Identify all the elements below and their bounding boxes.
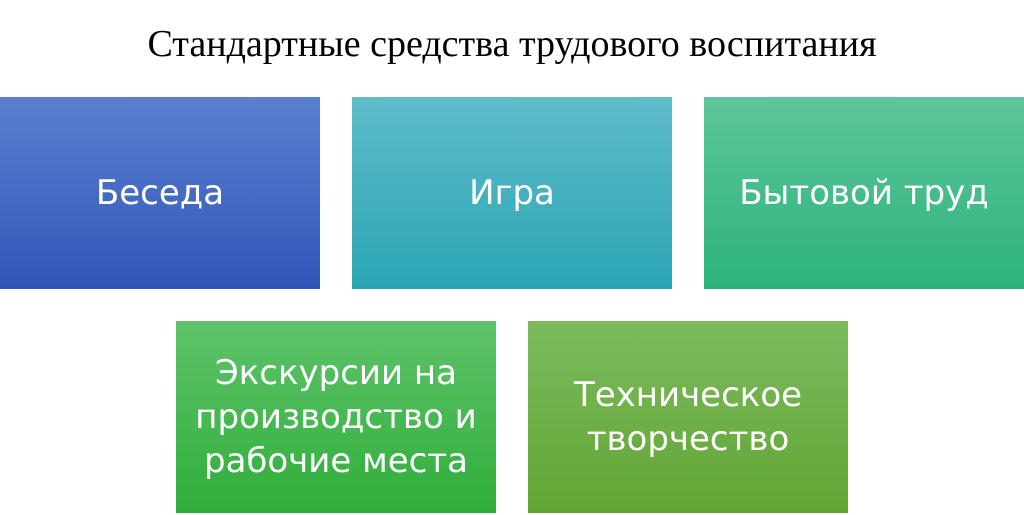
box-label: Бытовой труд — [739, 173, 989, 213]
box-label: Техническое творчество — [573, 375, 803, 459]
box-label: Игра — [469, 173, 555, 213]
diagram-title: Стандартные средства трудового воспитани… — [147, 23, 877, 65]
box-technical-creativity: Техническое творчество — [528, 321, 848, 513]
box-game: Игра — [352, 97, 672, 289]
box-excursions: Экскурсии на производство и рабочие мест… — [176, 321, 496, 513]
box-label: Экскурсии на производство и рабочие мест… — [195, 353, 477, 481]
box-household-work: Бытовой труд — [704, 97, 1024, 289]
box-label: Беседа — [95, 173, 225, 213]
box-conversation: Беседа — [0, 97, 320, 289]
